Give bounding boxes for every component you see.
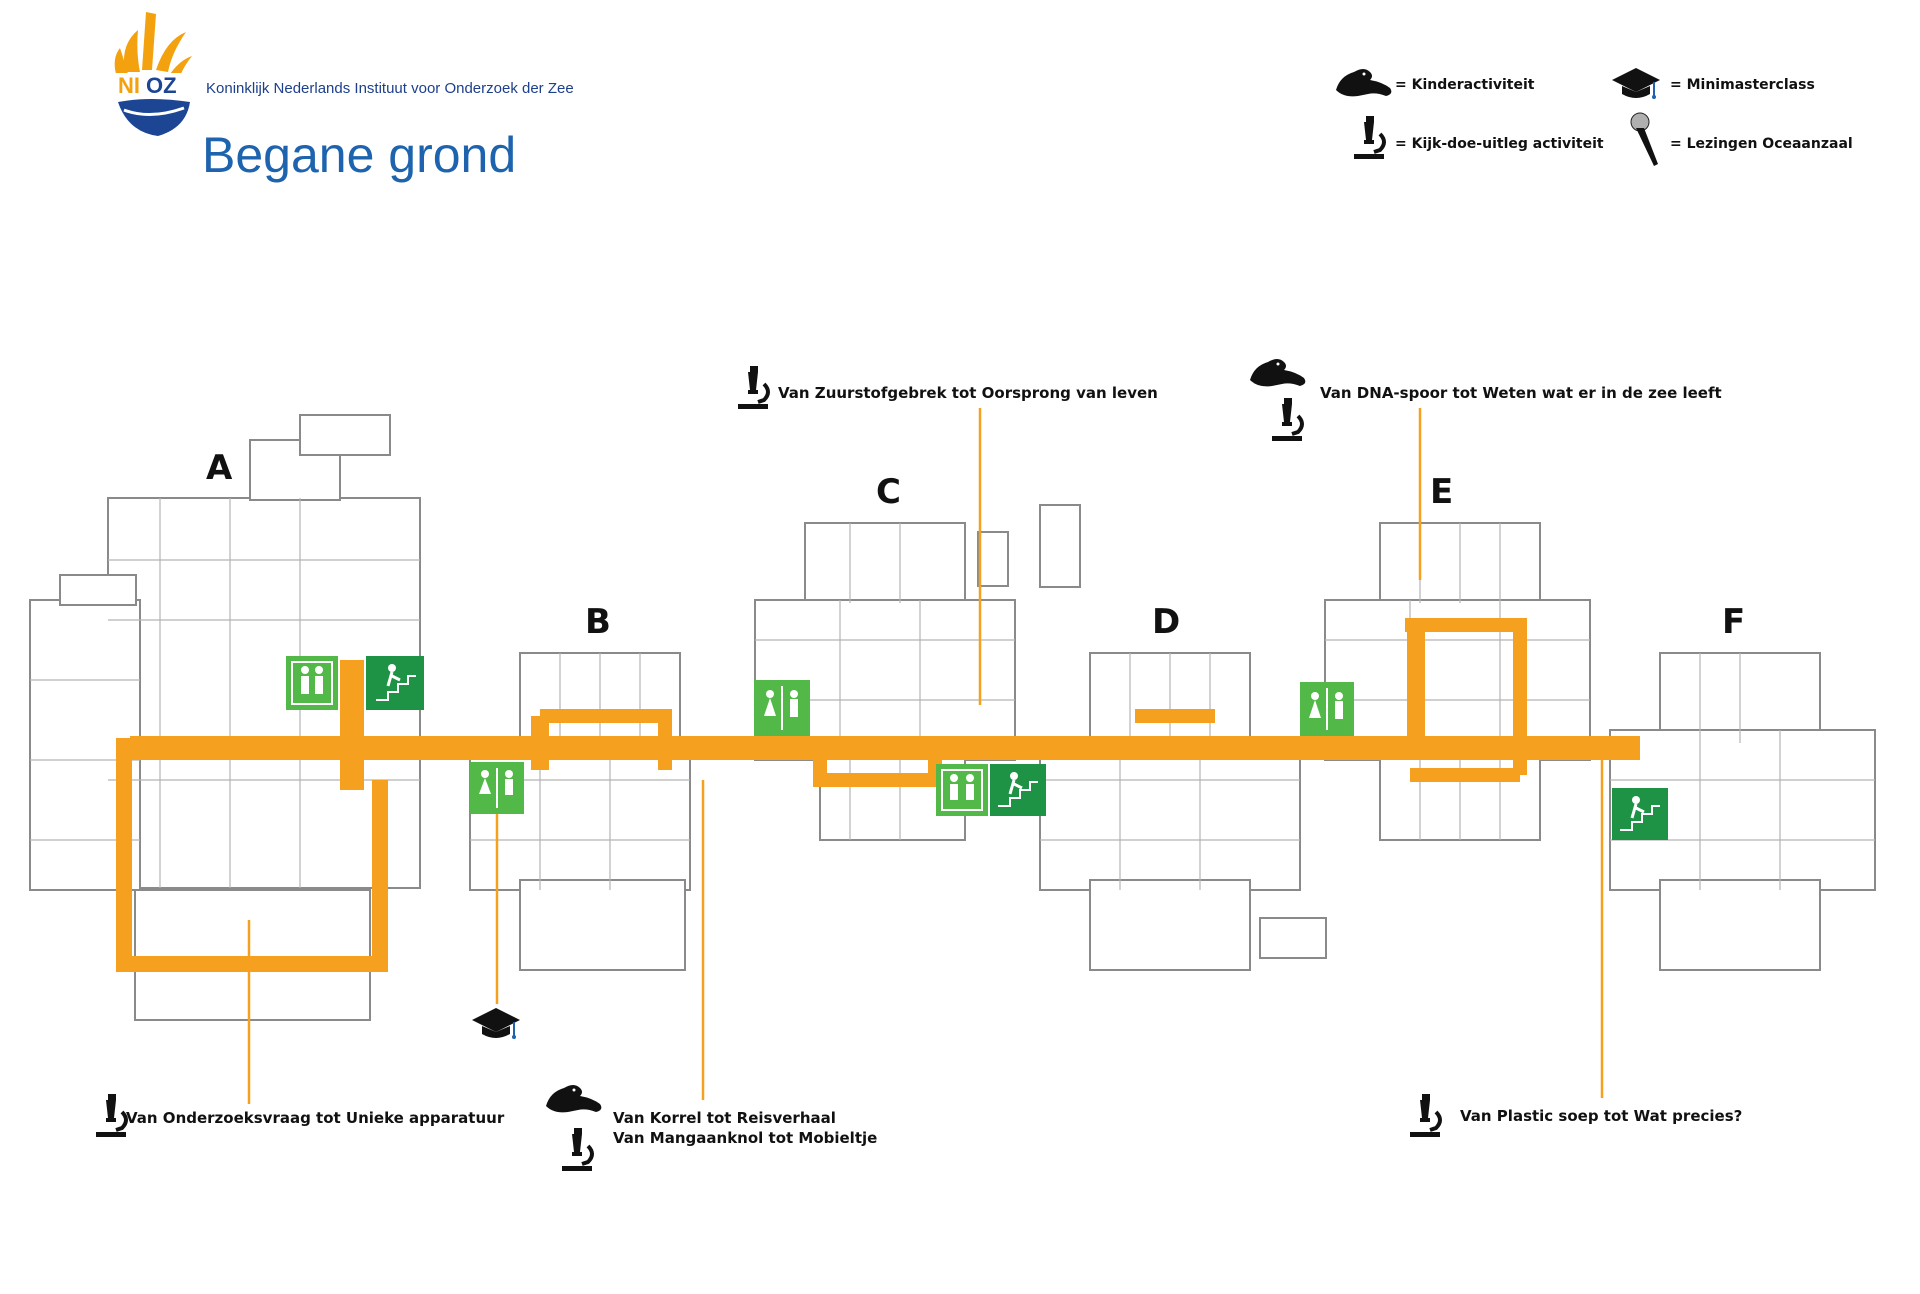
microscope-icon (94, 1092, 128, 1139)
pointer-lines (247, 408, 1604, 1104)
microscope-icon (1408, 1092, 1442, 1139)
activity-mangaan: Van Mangaanknol tot Mobieltje (613, 1129, 878, 1147)
microscope-icon (1270, 396, 1304, 443)
microscope-icon (1352, 114, 1386, 161)
exit-stairs-sign (1612, 788, 1668, 840)
wing-label-c: C (876, 472, 901, 512)
microphone-icon (1630, 112, 1659, 167)
graduation-cap-icon (471, 1007, 521, 1040)
activity-plastic: Van Plastic soep tot Wat precies? (1460, 1107, 1743, 1125)
graduation-cap-icon (1611, 67, 1661, 100)
microscope-icon (560, 1126, 594, 1173)
exit-stairs-sign (366, 656, 424, 710)
wing-label-f: F (1722, 602, 1746, 642)
wing-label-a: A (206, 448, 233, 488)
route-path (116, 618, 1640, 972)
institute-name: Koninklijk Nederlands Instituut voor Ond… (206, 80, 574, 97)
wing-label-d: D (1152, 602, 1181, 642)
wing-label-e: E (1430, 472, 1454, 512)
wing-label-b: B (585, 602, 611, 642)
legend-lezingen: = Lezingen Oceaanzaal (1670, 136, 1853, 152)
microscope-icon (736, 364, 770, 411)
page-title: Begane grond (202, 127, 517, 183)
svg-text:NI: NI (118, 73, 140, 98)
activity-zuurstof: Van Zuurstofgebrek tot Oorsprong van lev… (778, 384, 1158, 402)
seal-icon (546, 1085, 602, 1113)
building-outlines (29, 414, 1876, 1021)
toilet-sign (936, 764, 988, 816)
legend-minimasterclass: = Minimasterclass (1670, 77, 1815, 93)
seal-icon (1336, 69, 1392, 97)
nioz-logo: NI OZ (114, 12, 192, 136)
activity-onderzoek: Van Onderzoeksvraag tot Unieke apparatuu… (126, 1109, 505, 1127)
legend-kinderactiviteit: = Kinderactiviteit (1395, 77, 1535, 93)
toilet-sign (470, 762, 524, 814)
activity-korrel: Van Korrel tot Reisverhaal (613, 1109, 836, 1127)
svg-text:OZ: OZ (146, 73, 177, 98)
legend-kijk-doe-uitleg: = Kijk-doe-uitleg activiteit (1395, 136, 1604, 152)
seal-icon (1250, 359, 1306, 387)
activity-dna: Van DNA-spoor tot Weten wat er in de zee… (1320, 384, 1722, 402)
toilet-sign (1300, 682, 1354, 736)
toilet-sign (754, 680, 810, 736)
exit-stairs-sign (990, 764, 1046, 816)
toilet-sign (286, 656, 338, 710)
